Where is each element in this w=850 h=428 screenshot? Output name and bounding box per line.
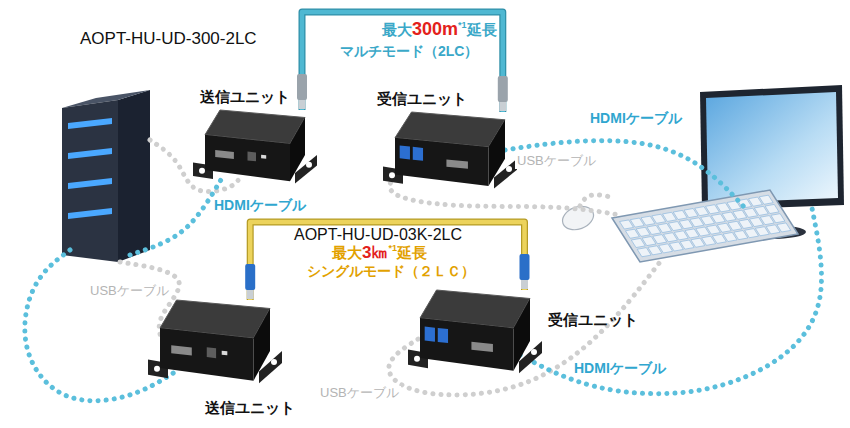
extender-unit	[408, 290, 542, 373]
mount-hole	[154, 366, 160, 372]
footnote-mark: *1	[388, 243, 397, 253]
usb-port	[438, 328, 448, 343]
led	[222, 351, 228, 356]
cable-spec: 300m	[412, 19, 458, 39]
usb-port	[207, 347, 216, 358]
cable-label: HDMIケーブル	[588, 110, 684, 126]
mount-hole	[531, 349, 537, 355]
spec-line: 最大300m*1延長	[380, 19, 499, 40]
model-name: AOPT-HU-UD-03K-2LC	[292, 226, 464, 244]
unit-side	[290, 118, 305, 182]
keyboard-key	[771, 214, 785, 223]
unit-front	[160, 328, 254, 381]
mount-hole	[306, 162, 312, 168]
cable-label: USBケーブル	[318, 386, 401, 401]
unit-side	[514, 299, 531, 371]
fiber-connector	[245, 264, 255, 290]
cable-spec: 最大	[382, 21, 412, 38]
fiber-connector	[297, 74, 307, 100]
footnote-mark: *1	[458, 20, 467, 30]
cable-spec: 延長	[397, 244, 427, 261]
fiber-connector-tip	[521, 280, 528, 289]
server-light	[68, 208, 112, 219]
fiber-cable	[250, 222, 524, 300]
unit-front	[395, 138, 489, 186]
mount-hole	[199, 168, 205, 174]
extender-unit	[193, 110, 317, 184]
keyboard-key	[765, 204, 779, 213]
monitor-bezel	[700, 85, 844, 210]
cable-group	[25, 140, 822, 401]
fiber-connector	[498, 76, 508, 102]
extender-unit-box: 送信ユニット	[205, 110, 305, 185]
hdmi-cable	[520, 208, 821, 394]
unit-label: 送信ユニット	[200, 88, 290, 106]
fiber-connector-tip	[499, 102, 506, 111]
server-tower	[62, 90, 150, 262]
fiber-cable	[302, 12, 503, 112]
unit-label: 送信ユニット	[205, 399, 295, 417]
unit-front	[420, 318, 514, 371]
server-side	[118, 90, 150, 262]
spec-line: 最大3㎞*1延長	[330, 243, 429, 263]
fiber-connector-tip	[299, 100, 306, 109]
extender-unit-box: 送信ユニット	[160, 300, 270, 385]
cable-spec: シングルモード（２ＬＣ）	[305, 263, 477, 279]
cable-spec: マルチモード（2LC）	[338, 43, 480, 59]
mount-hole	[271, 359, 277, 365]
unit-side	[489, 120, 506, 186]
cable-label: USBケーブル	[88, 284, 171, 299]
model-name: AOPT-HU-UD-300-2LC	[78, 29, 259, 49]
keyboard	[612, 190, 798, 262]
usb-cable	[580, 195, 615, 206]
led	[261, 155, 266, 159]
server-light	[68, 178, 112, 189]
usb-port	[425, 327, 435, 342]
usb-port	[413, 147, 423, 161]
hdmi-cable	[25, 250, 175, 401]
monitor	[700, 85, 844, 239]
keyboard-key	[759, 195, 773, 204]
cable-spec: 3㎞	[362, 243, 388, 262]
hdmi-cable	[130, 178, 222, 255]
cable-spec: 最大	[332, 244, 362, 261]
keyboard-key	[777, 223, 791, 232]
usb-port	[400, 146, 410, 160]
server-front	[62, 100, 118, 262]
hdmi-cable	[505, 141, 745, 208]
cable-label: HDMIケーブル	[212, 197, 308, 213]
cable-label: USBケーブル	[515, 154, 598, 169]
unit-label: 受信ユニット	[548, 311, 638, 329]
fiber-connector-tip	[247, 290, 254, 299]
unit-side	[254, 309, 271, 381]
extender-unit-box: 受信ユニット	[395, 112, 505, 190]
server-light	[68, 118, 112, 129]
hdmi-port	[171, 345, 192, 355]
server-light	[68, 148, 112, 159]
mount-hole	[389, 172, 395, 178]
keyboard-body	[612, 190, 798, 262]
extender-unit-box: 受信ユニット	[420, 290, 530, 375]
hdmi-port	[471, 342, 493, 352]
cable-spec: 延長	[467, 21, 497, 38]
extender-unit	[383, 112, 517, 188]
unit-label: 受信ユニット	[377, 90, 467, 108]
fiber-outline	[250, 222, 524, 300]
fiber-outline	[302, 12, 503, 112]
fiber-connector	[520, 254, 530, 280]
cable-label: HDMIケーブル	[572, 360, 668, 376]
hdmi-port	[446, 159, 468, 168]
hdmi-port	[215, 150, 234, 159]
unit-front	[205, 135, 290, 182]
usb-port	[248, 152, 257, 162]
extender-unit	[148, 300, 282, 383]
mount-hole	[506, 166, 512, 172]
mount-hole	[414, 356, 420, 362]
